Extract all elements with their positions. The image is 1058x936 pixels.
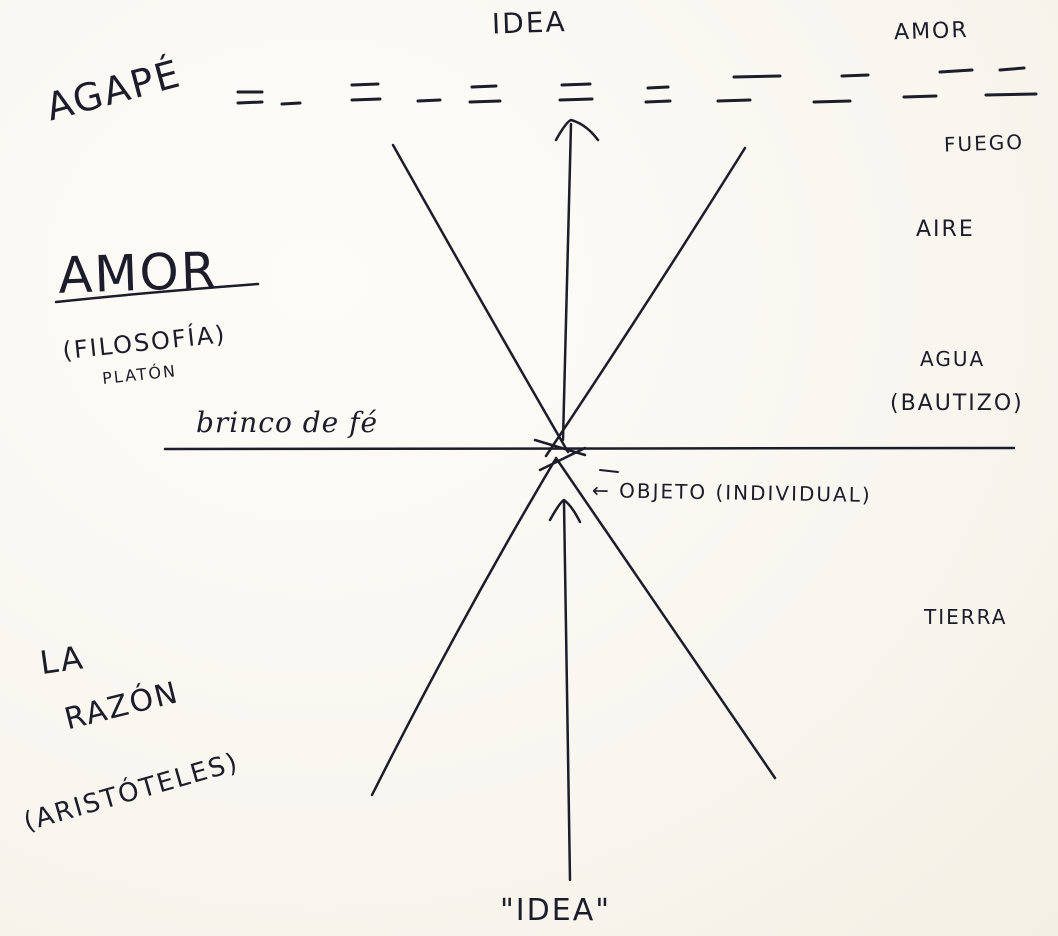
label-idea-bottom: "IDEA" (500, 893, 611, 928)
objeto-pointer-arrow (599, 469, 619, 473)
label-la: LA (38, 638, 87, 682)
upward-arrow-top (554, 118, 600, 442)
upward-arrow-bottom (548, 498, 582, 882)
label-objeto-individual: ← OBJETO (INDIVIDUAL) (592, 478, 872, 507)
upper-cone-lines (391, 143, 747, 458)
label-fuego: FUEGO (944, 130, 1025, 157)
label-amor-top: AMOR (894, 18, 969, 46)
label-filosofia: (FILOSOFÍA) (61, 319, 228, 365)
amor-underline (54, 282, 260, 304)
label-brinco-de-fe: brinco de fé (196, 406, 378, 439)
label-agua: AGUA (920, 347, 985, 371)
horizontal-axis-line (163, 446, 1016, 451)
label-aire: AIRE (916, 217, 975, 242)
label-aristoteles: (ARISTÓTELES) (20, 745, 243, 837)
label-bautizo: (BAUTIZO) (890, 391, 1024, 416)
label-amor-main: AMOR (57, 241, 218, 305)
lower-cone-lines (370, 456, 777, 797)
label-tierra: TIERRA (923, 605, 1007, 629)
label-idea-top: IDEA (491, 5, 567, 41)
label-platon: PLATÓN (101, 361, 178, 388)
dashed-top-line (236, 66, 1038, 106)
label-agape: AGAPÉ (41, 51, 185, 129)
label-razon: RAZÓN (61, 673, 183, 737)
